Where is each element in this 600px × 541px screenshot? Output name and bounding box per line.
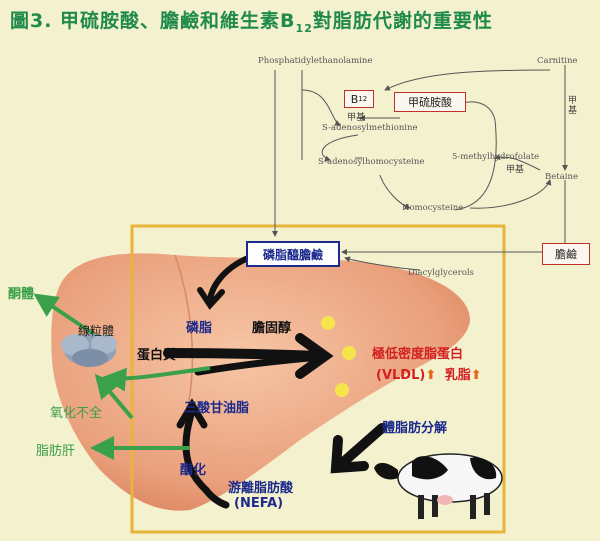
title-main: 圖3. 甲硫胺酸、膽鹼和維生素B	[10, 10, 296, 32]
label-nefa-en: (NEFA)	[234, 496, 284, 511]
label-diacylglycerols: Diacylglycerols	[408, 268, 474, 278]
label-body-fat-breakdown: 體脂肪分解	[382, 421, 448, 436]
label-fatty-liver: 脂肪肝	[36, 444, 76, 459]
title-tail: 對脂肪代謝的重要性	[312, 10, 493, 32]
phosphatidylcholine-box: 磷脂醯膽鹼	[246, 241, 340, 267]
label-cholesterol: 膽固醇	[252, 321, 292, 336]
figure-title: 圖3. 甲硫胺酸、膽鹼和維生素B12對脂肪代謝的重要性	[10, 6, 493, 35]
label-vldl-cn: 極低密度脂蛋白	[372, 347, 464, 362]
choline-label: 膽鹼	[555, 248, 577, 261]
label-carnitine: Carnitine	[537, 56, 578, 66]
label-ketone: 酮體	[8, 287, 35, 302]
vldl-up-arrow: ⬆	[425, 368, 437, 383]
label-methylhydrofolate: 5-methylhydrofolate	[452, 152, 540, 162]
label-methyl-vertical: 甲基	[568, 96, 578, 116]
mitochondria-icon	[61, 334, 117, 367]
label-triglyceride: 三酸甘油脂	[184, 401, 250, 416]
label-phosphatidylethanolamine: Phosphatidylethanolamine	[258, 56, 373, 66]
label-incomplete-oxidation: 氧化不全	[50, 406, 103, 421]
lipid-droplets	[321, 316, 356, 397]
b12-subscript: 12	[358, 95, 368, 103]
choline-box: 膽鹼	[542, 243, 590, 265]
label-mitochondria: 線粒體	[78, 324, 115, 338]
label-esterification: 酯化	[180, 463, 207, 478]
phosphatidylcholine-label: 磷脂醯膽鹼	[262, 247, 323, 262]
label-vldl-en: (VLDL)	[376, 368, 426, 383]
label-s-adenosylmethionine: S-adenosylmethionine	[322, 123, 418, 133]
label-s-adenosylhomocysteine: S-adenosylhomocysteine	[318, 157, 425, 167]
label-methyl-2: 甲基	[506, 165, 525, 175]
label-protein: 蛋白質	[137, 348, 177, 363]
black-arrows	[163, 255, 387, 509]
pathway-lines	[272, 65, 568, 271]
label-nefa-cn: 游離脂肪酸	[228, 481, 294, 496]
vldl-row: (VLDL)⬆ 乳脂⬆	[376, 364, 482, 383]
label-betaine: Betaine	[545, 172, 578, 182]
label-lactose: 乳脂	[444, 368, 471, 383]
label-methyl-1: 甲基	[347, 113, 366, 123]
cow-icon	[374, 453, 503, 519]
lactose-up-arrow: ⬆	[470, 368, 482, 383]
methionine-label: 甲硫胺酸	[408, 96, 452, 109]
liver-lobe-line	[174, 254, 194, 421]
title-subscript: 12	[295, 21, 313, 35]
b12-label: B	[350, 92, 359, 106]
label-phospholipid: 磷脂	[186, 321, 213, 336]
label-homocysteine: Homocysteine	[402, 203, 464, 213]
methionine-box: 甲硫胺酸	[394, 92, 466, 112]
